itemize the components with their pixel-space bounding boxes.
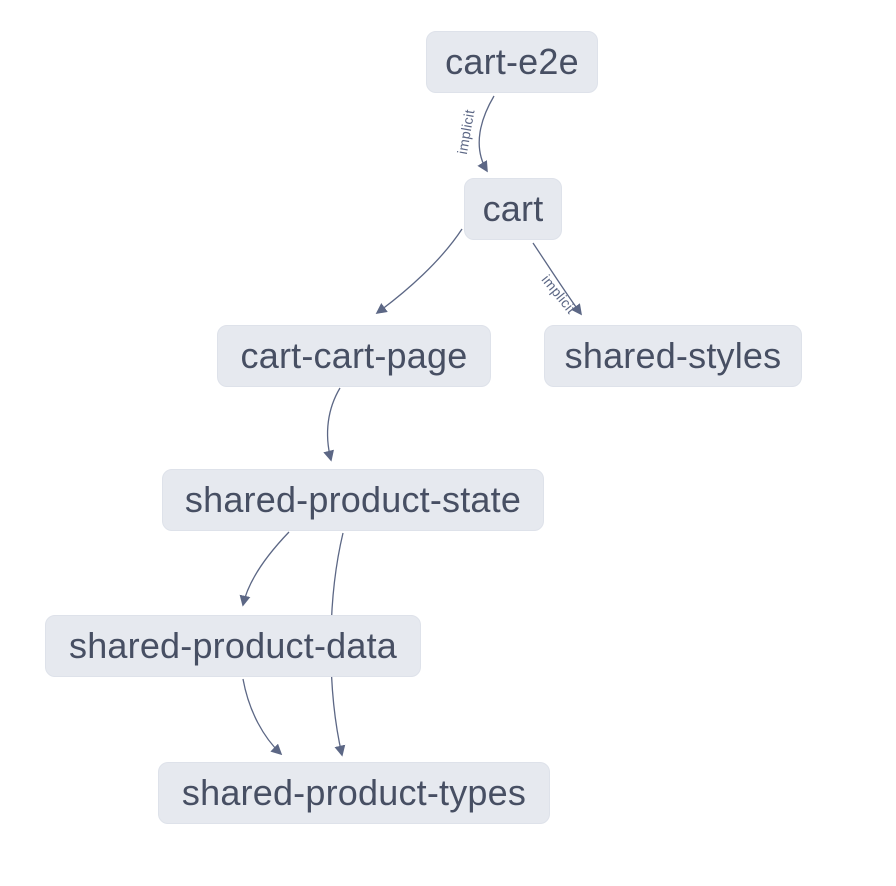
node-label: cart xyxy=(482,188,544,229)
edge-label: implicit xyxy=(539,272,580,317)
edge-cart-to-shared-styles xyxy=(532,242,582,316)
edge-shared-product-state-to-shared-product-data xyxy=(239,531,290,607)
node-label: shared-product-data xyxy=(69,625,397,666)
node-shared-product-state[interactable]: shared-product-state xyxy=(162,469,544,531)
node-label: shared-product-state xyxy=(184,479,522,520)
node-label: shared-product-types xyxy=(181,772,527,813)
node-cart[interactable]: cart xyxy=(464,178,562,240)
edge-shared-product-data-to-shared-product-types xyxy=(242,678,283,756)
node-shared-product-data[interactable]: shared-product-data xyxy=(45,615,421,677)
edge-cart-cart-page-to-shared-product-state xyxy=(323,387,341,462)
node-shared-styles[interactable]: shared-styles xyxy=(544,325,802,387)
node-cart-e2e[interactable]: cart-e2e xyxy=(426,31,598,93)
node-cart-cart-page[interactable]: cart-cart-page xyxy=(217,325,491,387)
node-label: shared-styles xyxy=(564,335,782,376)
edge-cart-e2e-to-cart xyxy=(477,95,495,173)
node-label: cart-cart-page xyxy=(240,335,468,376)
node-shared-product-types[interactable]: shared-product-types xyxy=(158,762,550,824)
node-label: cart-e2e xyxy=(445,41,579,82)
edge-cart-to-cart-cart-page xyxy=(375,228,463,314)
edge-label: implicit xyxy=(454,108,478,155)
